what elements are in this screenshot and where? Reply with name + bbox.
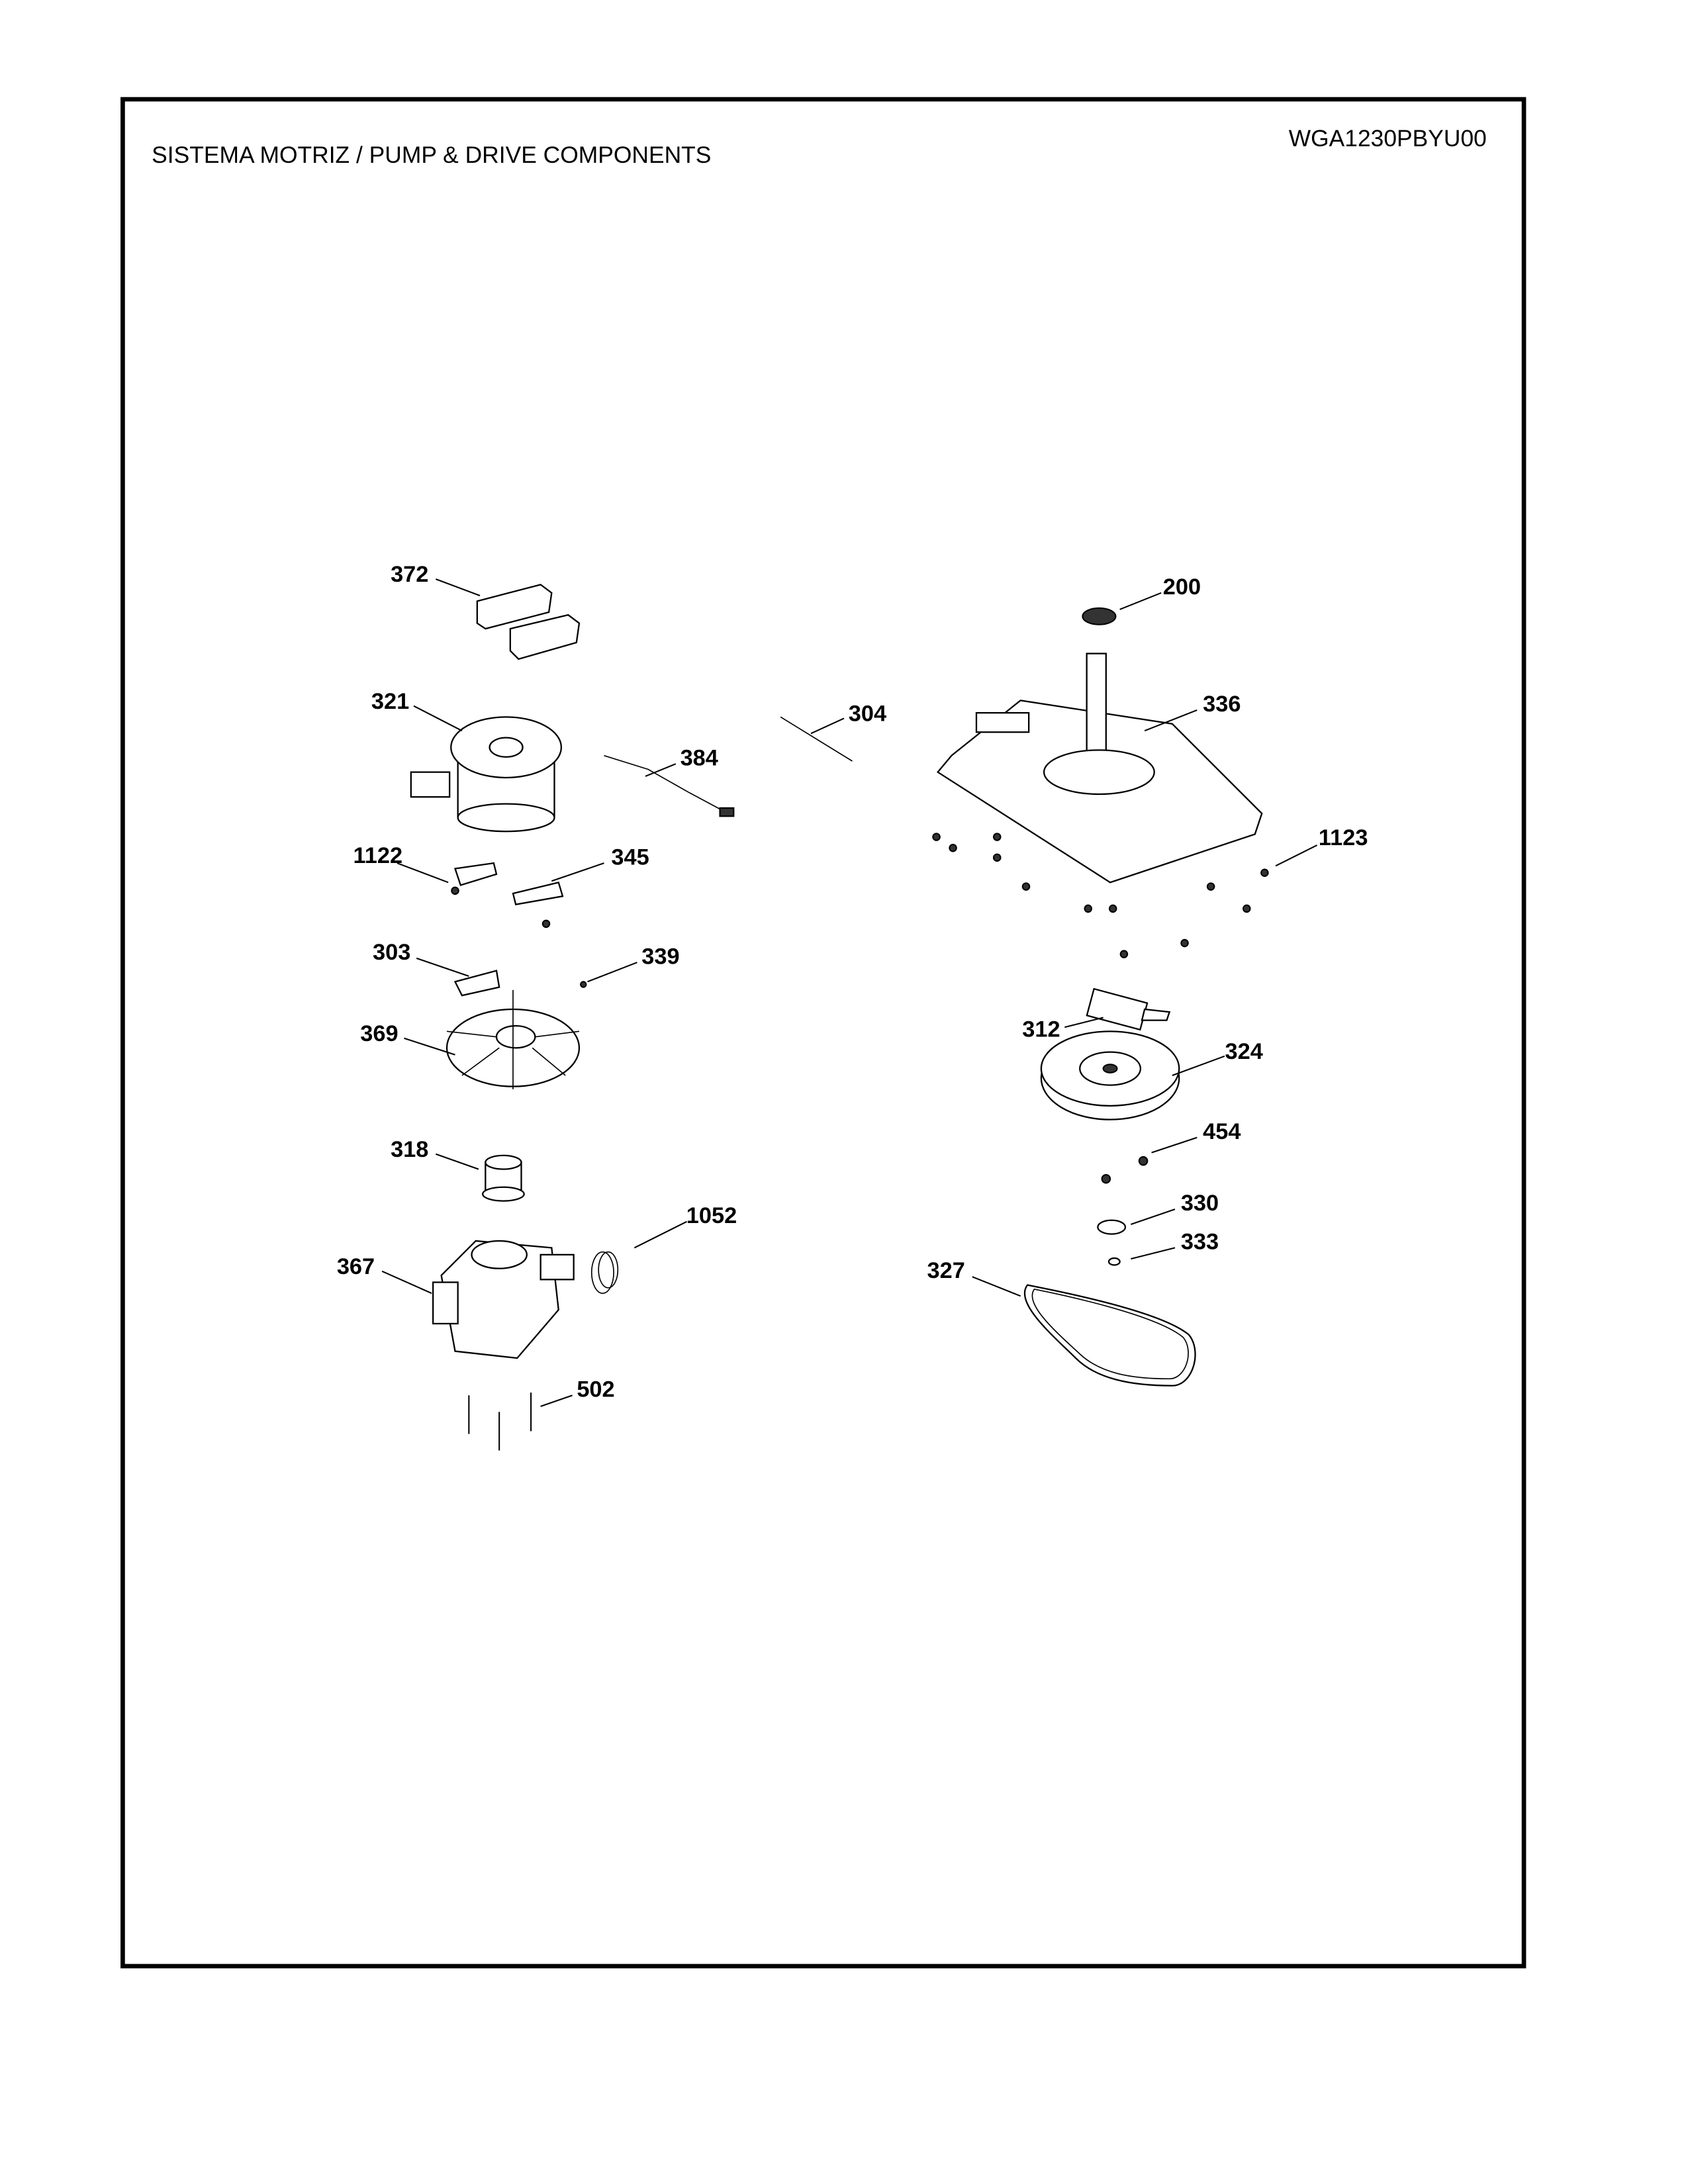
leader-line	[1172, 1055, 1225, 1076]
callout-number: 303	[373, 940, 410, 965]
part-327-belt	[1023, 1284, 1196, 1387]
leader-line	[1119, 592, 1162, 610]
part-318-filter	[482, 1154, 525, 1202]
leader-line	[416, 957, 469, 977]
leader-line	[645, 763, 677, 777]
callout-number: 1122	[353, 843, 403, 868]
callout-number: 339	[641, 944, 679, 969]
callout-333: 333	[1131, 1230, 1219, 1260]
callout-372: 372	[391, 562, 481, 596]
part-303-clip	[453, 970, 500, 997]
callout-304: 304	[810, 702, 886, 735]
callout-number: 502	[577, 1377, 614, 1402]
part-502-screws	[468, 1392, 532, 1451]
callout-502: 502	[540, 1377, 615, 1407]
callout-336: 336	[1144, 692, 1241, 732]
callout-number: 333	[1181, 1230, 1219, 1255]
model-number: WGA1230PBYU00	[1289, 125, 1487, 152]
callout-number: 324	[1225, 1039, 1263, 1064]
callout-number: 336	[1203, 692, 1241, 717]
part-336-mounting-plate	[936, 653, 1263, 884]
callout-number: 327	[927, 1258, 965, 1283]
callout-number: 1052	[686, 1203, 737, 1228]
callout-number: 454	[1203, 1119, 1241, 1144]
part-321-motor	[410, 716, 563, 833]
part-384-wire-harness	[604, 754, 735, 817]
part-1052-hose-clamp	[590, 1251, 619, 1294]
callout-454: 454	[1151, 1119, 1241, 1154]
leader-line	[381, 1270, 432, 1295]
callout-327: 327	[927, 1258, 1021, 1297]
part-304-wire	[780, 716, 853, 762]
callout-number: 304	[849, 702, 886, 727]
callout-318: 318	[391, 1137, 479, 1170]
callout-number: 372	[391, 562, 428, 587]
diagram-title: SISTEMA MOTRIZ / PUMP & DRIVE COMPONENTS	[152, 142, 711, 168]
callout-200: 200	[1119, 574, 1201, 610]
callout-321: 321	[371, 689, 463, 732]
part-454-screws	[1101, 1156, 1149, 1184]
callout-369: 369	[360, 1021, 455, 1056]
leader-line	[397, 862, 449, 884]
leader-line	[540, 1394, 573, 1407]
leader-line	[810, 717, 845, 735]
leader-line	[1130, 1208, 1176, 1225]
part-1123-screws	[932, 833, 1269, 958]
leader-line	[587, 962, 637, 983]
leader-line	[1144, 709, 1197, 732]
callout-number: 367	[337, 1254, 375, 1279]
leader-line	[404, 1037, 455, 1056]
callout-324: 324	[1172, 1039, 1263, 1076]
part-372-motor-mounts	[476, 584, 581, 660]
part-312-capacitor	[1086, 987, 1171, 1031]
callout-number: 321	[371, 689, 409, 714]
callout-367: 367	[337, 1254, 432, 1295]
leader-line	[551, 862, 604, 882]
callout-330: 330	[1130, 1191, 1219, 1225]
leader-line	[1064, 1017, 1103, 1028]
callout-number: 384	[680, 745, 718, 770]
callout-number: 312	[1022, 1017, 1060, 1042]
callout-303: 303	[373, 940, 469, 977]
part-324-pulley	[1040, 1030, 1180, 1120]
leader-line	[1131, 1247, 1176, 1260]
page-border	[120, 97, 1526, 1969]
leader-line	[633, 1220, 687, 1249]
part-1122-345-plates	[451, 862, 564, 929]
leader-line	[1275, 844, 1318, 867]
part-339-nut	[580, 981, 587, 988]
callout-1123: 1123	[1275, 825, 1368, 867]
part-367-drain-pump	[432, 1240, 575, 1359]
leader-line	[435, 1153, 479, 1170]
callout-1052: 1052	[633, 1203, 737, 1249]
leader-line	[413, 705, 463, 732]
callout-number: 200	[1163, 574, 1201, 600]
callout-number: 1123	[1319, 825, 1368, 850]
callout-number: 369	[360, 1021, 398, 1046]
callout-345: 345	[551, 844, 649, 882]
part-369-fan	[445, 989, 581, 1089]
callout-number: 330	[1181, 1191, 1219, 1216]
part-200-seal	[1082, 607, 1117, 625]
callout-number: 318	[391, 1137, 428, 1162]
callout-number: 345	[611, 844, 649, 870]
leader-line	[435, 578, 481, 596]
leader-line	[972, 1276, 1021, 1297]
callout-384: 384	[645, 745, 718, 777]
leader-line	[1151, 1136, 1197, 1154]
part-333-ring	[1107, 1257, 1121, 1266]
part-330-washer	[1097, 1219, 1127, 1235]
callout-312: 312	[1022, 1017, 1103, 1042]
callout-1122: 1122	[353, 843, 449, 884]
callout-339: 339	[587, 944, 680, 983]
